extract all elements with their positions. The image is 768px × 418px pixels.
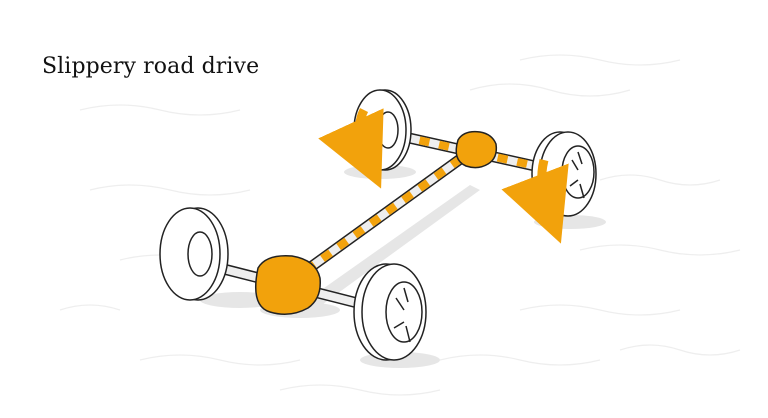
front-right-wheel xyxy=(353,263,427,361)
rotation-arrow-icon xyxy=(318,107,384,189)
rear-left-wheel xyxy=(318,89,412,189)
diagram-title: Slippery road drive xyxy=(42,54,260,79)
rear-right-wheel xyxy=(501,131,597,244)
rear-differential xyxy=(455,130,498,169)
front-differential xyxy=(255,255,321,315)
center-driveshaft xyxy=(284,146,476,288)
ground-texture xyxy=(59,54,741,396)
rotation-arrow-icon xyxy=(501,158,569,244)
front-left-wheel xyxy=(159,207,229,301)
